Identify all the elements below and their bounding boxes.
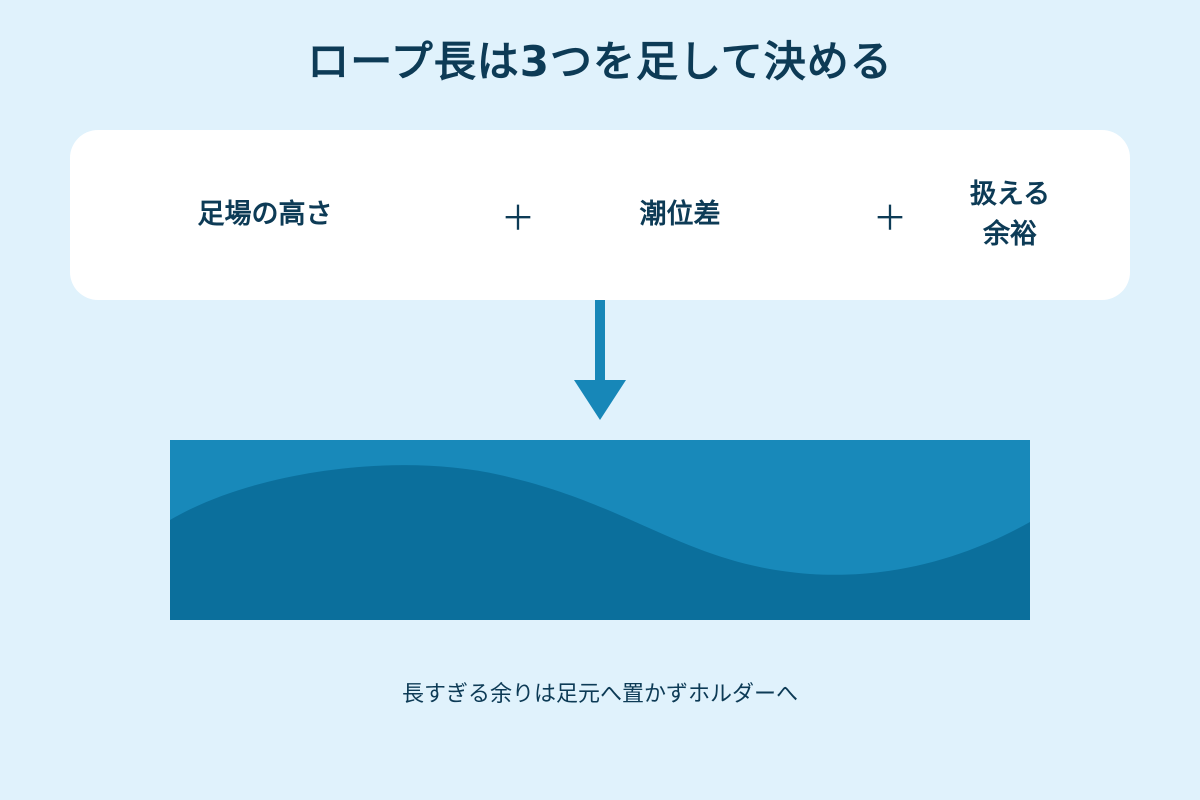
plus-sign: ＋ [873, 198, 907, 239]
plus-sign: ＋ [501, 198, 535, 239]
arrow-shaft [595, 300, 605, 382]
wave-shape [170, 465, 1030, 620]
rope-length-formula: 足場の高さ ＋ 潮位差 ＋ 扱える 余裕 [70, 130, 1130, 300]
tide-difference-term: 潮位差 [639, 199, 721, 230]
arrow-head [574, 380, 626, 420]
rope-storage-caption: 長すぎる余りは足元へ置かずホルダーへ [401, 682, 798, 707]
handling-margin-term: 扱える 余裕 [969, 179, 1051, 250]
scaffold-height-term: 足場の高さ [197, 199, 333, 230]
down-arrow-icon [574, 300, 626, 420]
water-wave-illustration [170, 440, 1030, 620]
diagram-title: ロープ長は3つを足して決める [307, 37, 893, 86]
